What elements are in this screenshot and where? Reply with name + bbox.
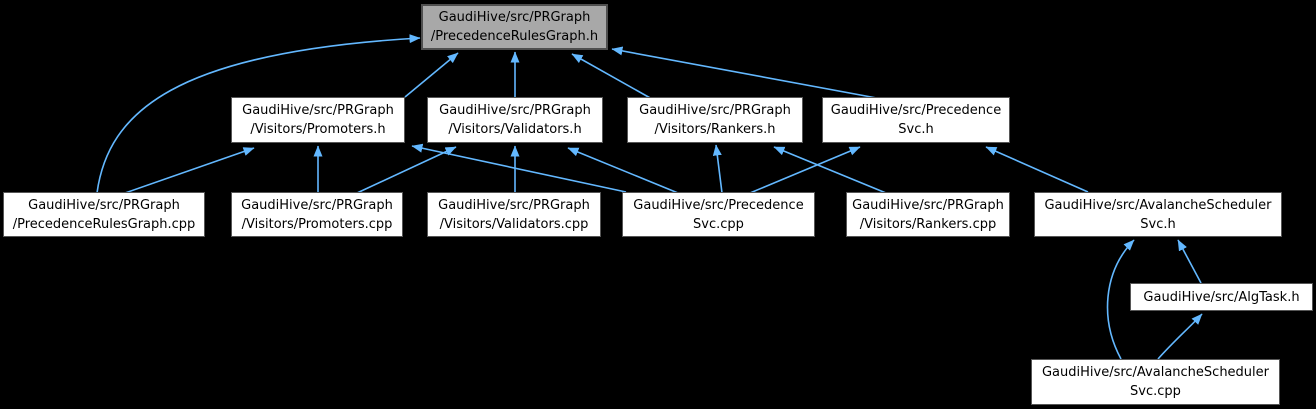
- node-visitors-promoters-cpp[interactable]: GaudiHive/src/PRGraph /Visitors/Promoter…: [231, 192, 403, 237]
- node-alg-task-h[interactable]: GaudiHive/src/AlgTask.h: [1130, 283, 1313, 311]
- node-precedence-svc-h[interactable]: GaudiHive/src/Precedence Svc.h: [822, 97, 1010, 143]
- node-visitors-promoters-h[interactable]: GaudiHive/src/PRGraph /Visitors/Promoter…: [231, 97, 405, 143]
- node-visitors-validators-cpp[interactable]: GaudiHive/src/PRGraph /Visitors/Validato…: [427, 192, 601, 237]
- node-precedence-rules-graph-h: GaudiHive/src/PRGraph /PrecedenceRulesGr…: [421, 4, 608, 50]
- node-visitors-rankers-cpp[interactable]: GaudiHive/src/PRGraph /Visitors/Rankers.…: [846, 192, 1010, 237]
- node-avalanche-scheduler-svc-h[interactable]: GaudiHive/src/AvalancheScheduler Svc.h: [1034, 192, 1282, 237]
- node-avalanche-scheduler-svc-cpp[interactable]: GaudiHive/src/AvalancheScheduler Svc.cpp: [1031, 359, 1280, 405]
- node-precedence-svc-cpp[interactable]: GaudiHive/src/Precedence Svc.cpp: [622, 192, 815, 237]
- node-visitors-validators-h[interactable]: GaudiHive/src/PRGraph /Visitors/Validato…: [427, 97, 603, 143]
- node-precedence-rules-graph-cpp[interactable]: GaudiHive/src/PRGraph /PrecedenceRulesGr…: [3, 192, 205, 237]
- node-visitors-rankers-h[interactable]: GaudiHive/src/PRGraph /Visitors/Rankers.…: [627, 97, 803, 143]
